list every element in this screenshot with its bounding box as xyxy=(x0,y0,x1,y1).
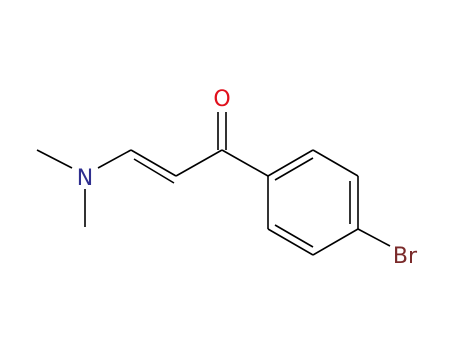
bond-vinyl-double-2 xyxy=(133,158,175,184)
bond-vinyl-carbonyl xyxy=(175,149,223,177)
ring-bond-2 xyxy=(312,149,359,177)
ring-bond-1-inner xyxy=(274,157,314,181)
ring-bond-1 xyxy=(267,149,314,177)
atom-nitrogen-label: N xyxy=(77,166,93,191)
bond-n-vinyl xyxy=(97,149,132,169)
ring-bond-5-inner xyxy=(274,224,314,248)
bond-carbonyl-aryl xyxy=(221,149,269,177)
ring-bond-5 xyxy=(267,228,314,256)
bond-ring-bromine xyxy=(357,228,391,247)
atom-bromine-label: Br xyxy=(393,244,418,269)
bond-methyl-upper-n xyxy=(36,149,73,169)
ring-bond-4 xyxy=(312,228,359,256)
atom-oxygen-label: O xyxy=(213,87,230,112)
bond-vinyl-double-1 xyxy=(130,149,177,177)
